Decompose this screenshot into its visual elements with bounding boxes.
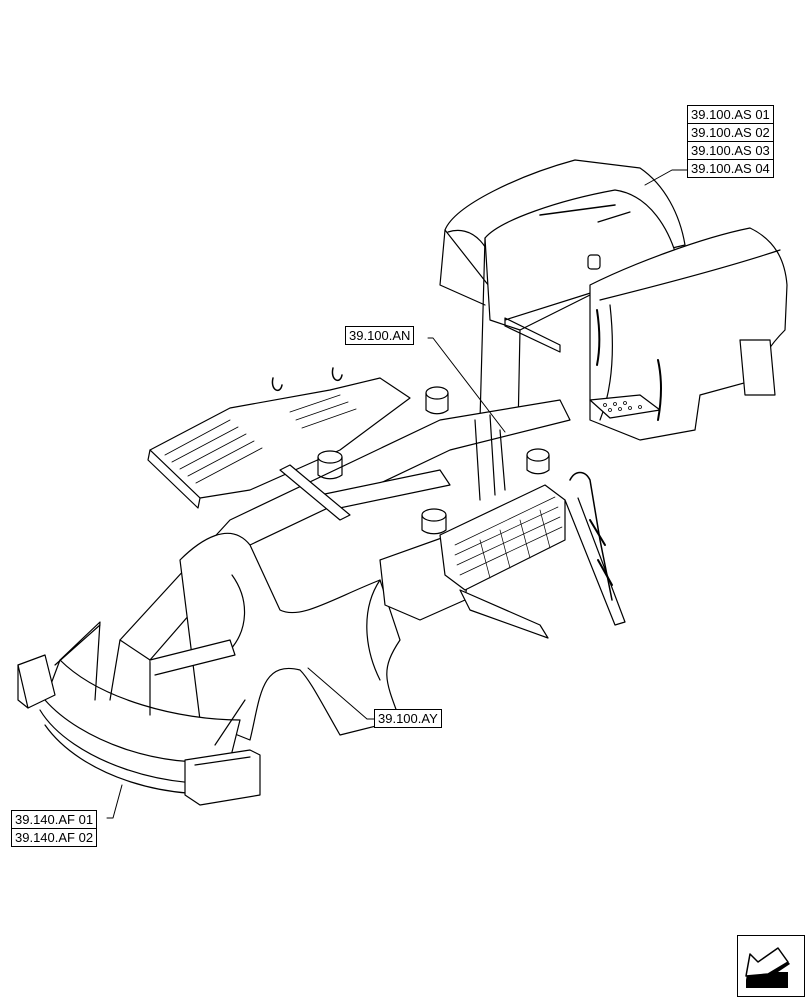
platform-ladder [439, 471, 626, 626]
callout-39-100-ay[interactable]: 39.100.AY [374, 709, 442, 728]
callout-39-100-an[interactable]: 39.100.AN [345, 326, 415, 345]
callout-39-100-as-01[interactable]: 39.100.AS 01 [687, 105, 774, 124]
front-bumper [17, 621, 261, 806]
callout-39-100-as-03[interactable]: 39.100.AS 03 [687, 141, 774, 160]
callout-39-100-as-02[interactable]: 39.100.AS 02 [687, 123, 774, 142]
leader-lines [106, 169, 688, 819]
hood-assembly [439, 159, 788, 441]
callout-39-140-af-01[interactable]: 39.140.AF 01 [11, 810, 98, 829]
hood-callout-group: 39.100.AS 01 39.100.AS 02 39.100.AS 03 3… [687, 105, 774, 178]
return-arrow-icon [745, 947, 790, 988]
bumper-callout-group: 39.140.AF 01 39.140.AF 02 [11, 810, 98, 847]
callout-39-140-af-02[interactable]: 39.140.AF 02 [11, 828, 98, 847]
rear-deck [147, 367, 411, 509]
return-arrow-button[interactable] [737, 935, 805, 997]
callout-39-100-as-04[interactable]: 39.100.AS 04 [687, 159, 774, 178]
